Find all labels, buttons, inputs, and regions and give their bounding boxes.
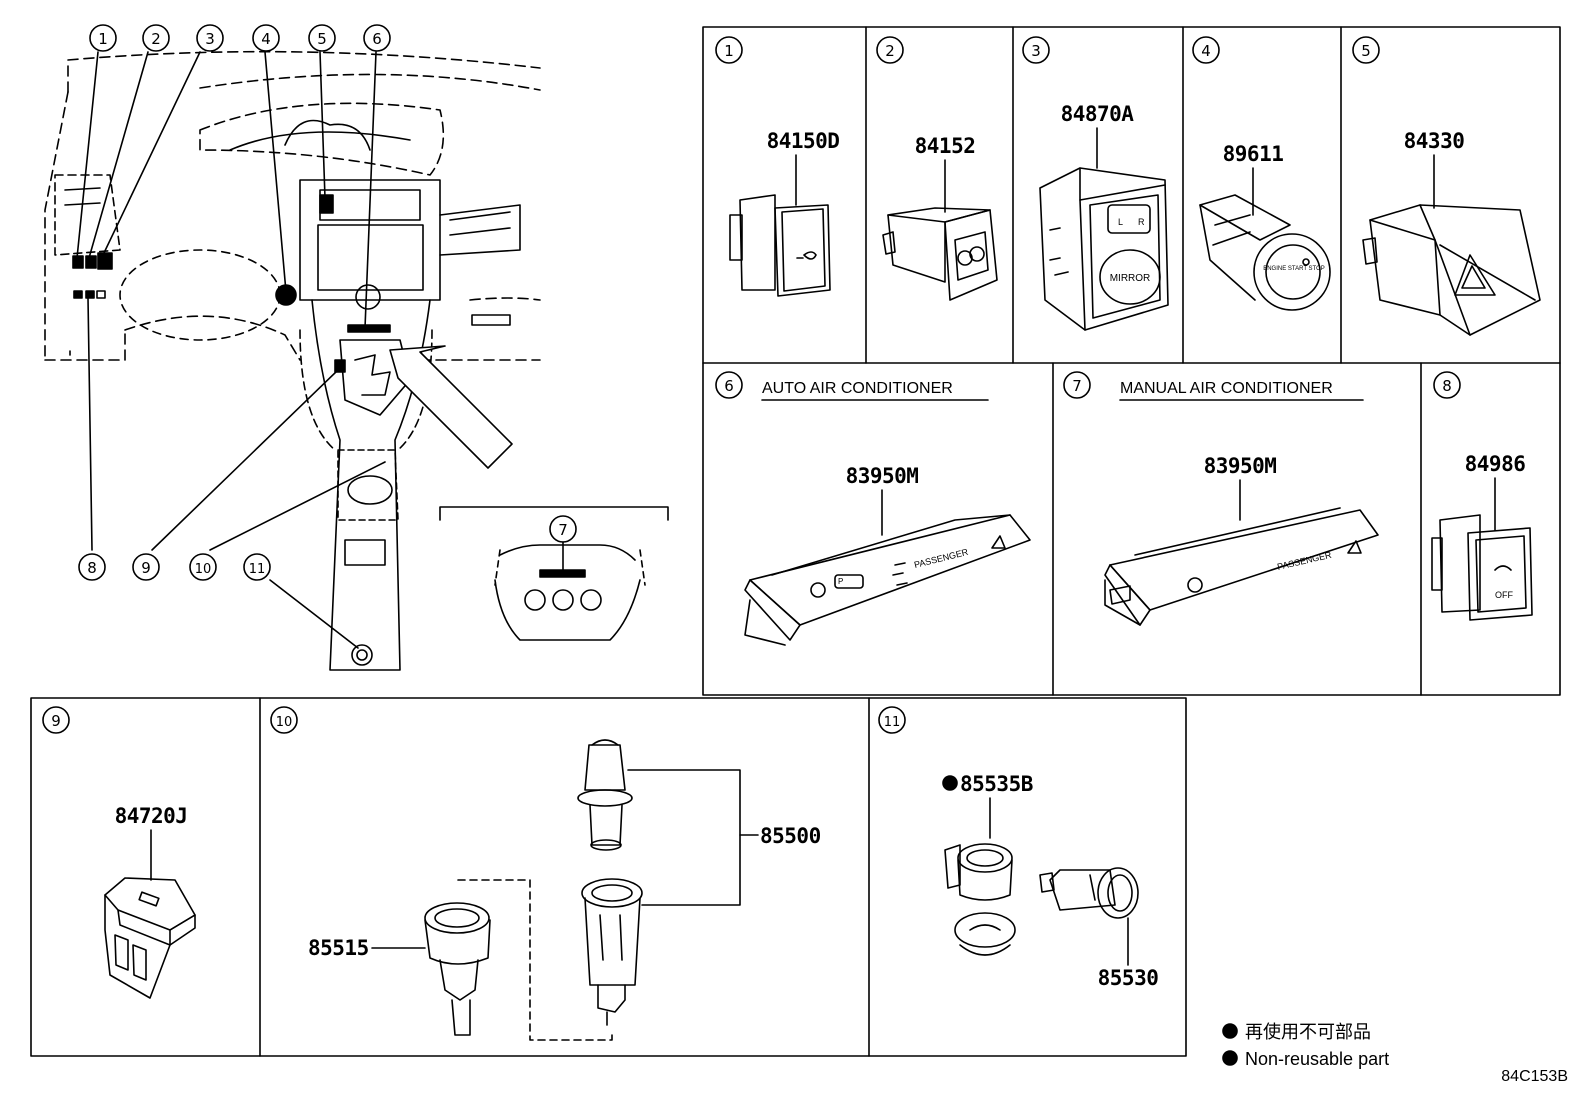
- callout-10-label: 10: [195, 562, 212, 577]
- part-85515: 85515: [308, 936, 369, 960]
- callout-11-label: 11: [249, 562, 266, 577]
- legend: 再使用不可部品 Non-reusable part: [1222, 1022, 1389, 1069]
- part-85500: 85500: [760, 824, 821, 848]
- panel-11-num: 11: [884, 715, 901, 730]
- panel-7-title: MANUAL AIR CONDITIONER: [1120, 380, 1333, 397]
- trc-off-switch-drawing: OFF: [1431, 514, 1533, 621]
- auto-ac-panel-drawing: P PASSENGER: [744, 514, 1031, 646]
- panel-8-num: 8: [1442, 377, 1452, 395]
- panel-9: 9 84720J: [42, 706, 196, 999]
- callout-8-label: 8: [87, 559, 97, 577]
- callout-10: 10: [189, 553, 217, 581]
- panel-2-num: 2: [885, 42, 895, 60]
- panel-7-num: 7: [1072, 377, 1082, 395]
- legend-bullet-ja: [1222, 1023, 1238, 1039]
- panel-grid-top: [702, 26, 1561, 696]
- panel-4: 4 89611 ENGINE START STOP: [1192, 36, 1331, 311]
- part-85535B: 85535B: [960, 772, 1033, 796]
- start-button-drawing: ENGINE START STOP: [1199, 194, 1331, 311]
- start-button-label: ENGINE START STOP: [1263, 266, 1325, 272]
- panel-11: 11 85535B 85530: [878, 706, 1159, 990]
- callout-3: 3: [196, 24, 224, 52]
- callout-11: 11: [243, 553, 271, 581]
- panel-9-part: 84720J: [115, 804, 188, 828]
- lighter-socket-drawing: [581, 878, 643, 1026]
- callout-5-label: 5: [317, 30, 327, 48]
- callout-6: 6: [363, 24, 391, 52]
- panel-9-num: 9: [51, 712, 61, 730]
- trc-off-label: OFF: [1495, 590, 1513, 600]
- callout-7: 7: [549, 515, 577, 543]
- panel-10: 10 85500 85515: [270, 706, 821, 1041]
- legend-bullet-en: [1222, 1050, 1238, 1066]
- mirror-button-label: MIRROR: [1110, 273, 1151, 284]
- lighter-plug-drawing: [577, 739, 633, 851]
- panel-7-part: 83950M: [1204, 454, 1277, 478]
- panel-8-part: 84986: [1465, 452, 1526, 476]
- panel-5-num: 5: [1361, 42, 1371, 60]
- panel-2: 2 84152: [876, 36, 998, 301]
- panel-6: 6 AUTO AIR CONDITIONER 83950M P PASSENGE…: [715, 371, 1031, 646]
- socket-85530-drawing: [1039, 867, 1139, 919]
- callout-3-label: 3: [205, 30, 215, 48]
- switch-84720J-drawing: [104, 877, 196, 999]
- mirror-switch-r: R: [1138, 217, 1145, 227]
- socket-85515-drawing: [424, 902, 491, 1036]
- callout-1: 1: [89, 24, 117, 52]
- part-85530: 85530: [1098, 966, 1159, 990]
- callout-4: 4: [252, 24, 280, 52]
- manual-ac-panel-drawing: PASSENGER: [1104, 507, 1379, 626]
- hazard-switch-drawing: [1362, 204, 1541, 336]
- socket-85535B-drawing: [944, 843, 1016, 956]
- callout-7-label: 7: [558, 521, 568, 539]
- panel-grid-bottom: [30, 697, 1187, 1057]
- callout-9-label: 9: [141, 559, 151, 577]
- panel-5-part: 84330: [1404, 129, 1465, 153]
- mirror-switch-l: L: [1118, 217, 1123, 227]
- legend-ja: 再使用不可部品: [1245, 1022, 1371, 1042]
- panel-2-part: 84152: [915, 134, 976, 158]
- legend-en: Non-reusable part: [1245, 1049, 1389, 1069]
- auto-ac-passenger: PASSENGER: [913, 547, 970, 570]
- panel-7: 7 MANUAL AIR CONDITIONER 83950M PASSENGE…: [1063, 371, 1379, 626]
- callout-4-label: 4: [261, 30, 271, 48]
- auto-ac-mode-label: P: [838, 577, 843, 586]
- panel-8: 8 84986 OFF: [1431, 371, 1533, 621]
- panel-1: 1 84150D: [715, 36, 840, 297]
- panel-3-num: 3: [1031, 42, 1041, 60]
- panel-6-num: 6: [724, 377, 734, 395]
- panel-3-part: 84870A: [1061, 102, 1135, 126]
- mirror-switch-drawing: L R MIRROR: [1039, 167, 1169, 331]
- callout-1-label: 1: [98, 30, 108, 48]
- panel-10-num: 10: [276, 715, 293, 730]
- panel-6-part: 83950M: [846, 464, 919, 488]
- manual-ac-passenger: PASSENGER: [1276, 550, 1333, 572]
- callout-8: 8: [78, 553, 106, 581]
- overview-callouts: 1 2 3 4 5 6 7 8 9 10 11: [78, 24, 577, 581]
- switch-84152-drawing: [882, 207, 998, 301]
- callout-9: 9: [132, 553, 160, 581]
- panel-1-num: 1: [724, 42, 734, 60]
- dashboard-overview: [44, 50, 669, 671]
- diagram-code: 84C153B: [1501, 1068, 1568, 1085]
- switch-84150D-drawing: [729, 194, 831, 297]
- panel-4-part: 89611: [1223, 142, 1284, 166]
- callout-2-label: 2: [151, 30, 161, 48]
- panel-1-part: 84150D: [767, 129, 840, 153]
- panel-4-num: 4: [1201, 42, 1211, 60]
- panel-6-title: AUTO AIR CONDITIONER: [762, 380, 953, 397]
- non-reusable-marker: [942, 775, 958, 791]
- callout-2: 2: [142, 24, 170, 52]
- panel-5: 5 84330: [1352, 36, 1541, 336]
- panel-3: 3 84870A L R MIRROR: [1022, 36, 1169, 331]
- callout-6-label: 6: [372, 30, 382, 48]
- callout-5: 5: [308, 24, 336, 52]
